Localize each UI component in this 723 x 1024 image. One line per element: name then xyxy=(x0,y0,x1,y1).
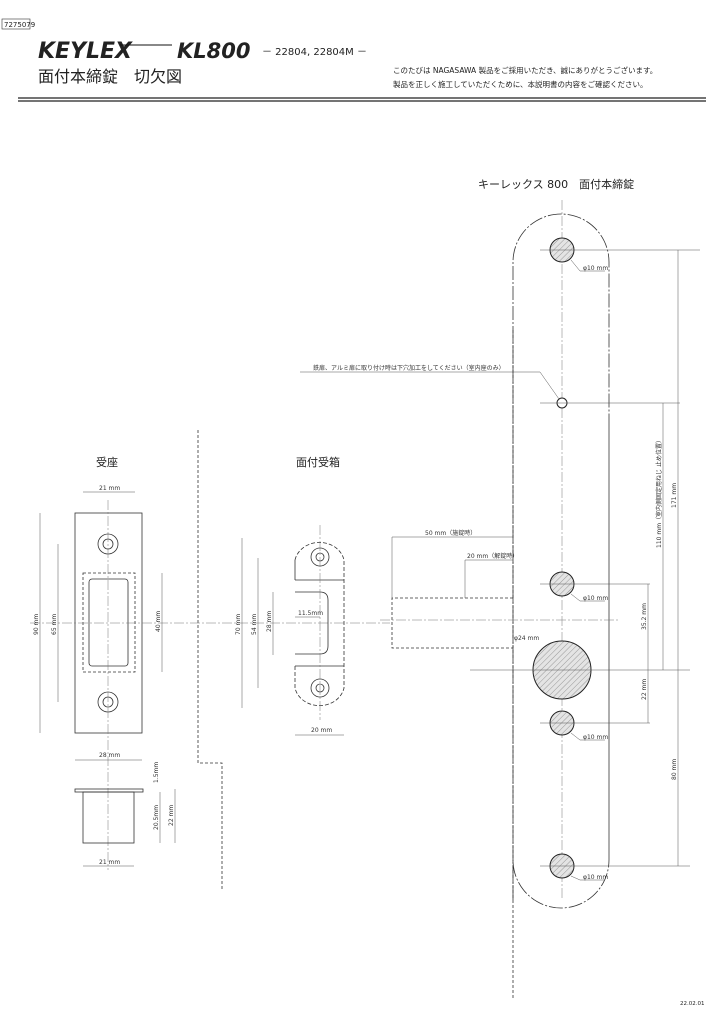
dim-total-depth: 22 mm xyxy=(168,805,175,826)
dim-110: 110 mm（室内側固定用ねじ 止め位置） xyxy=(655,437,663,548)
main-lock-title: キーレックス 800 面付本締錠 xyxy=(478,177,634,191)
dim-throw-unlocked: 20 mm（解錠時） xyxy=(467,552,518,560)
dim-flange: 1.5mm xyxy=(153,762,160,783)
lock-plate-outline xyxy=(512,200,610,1000)
intro-note-2: 製品を正しく施工していただくために、本説明書の内容をご確認ください。 xyxy=(393,79,648,89)
dim-hole-center: φ24 mm xyxy=(514,635,539,642)
dim-hole-lower: φ10 mm xyxy=(583,734,608,741)
dim-80: 80 mm xyxy=(671,759,678,780)
page-title: 面付本締錠 切欠図 xyxy=(38,67,182,86)
dim-22: 22 mm xyxy=(641,679,648,700)
svg-text:KEYLEX: KEYLEX xyxy=(38,39,133,64)
dim-top-width: 21 mm xyxy=(99,485,120,492)
dim-hole-bottom: φ10 mm xyxy=(583,874,608,881)
holes xyxy=(470,237,700,879)
dim-171: 171 mm xyxy=(671,483,678,508)
dim-box-width: 20 mm xyxy=(311,727,332,734)
dim-box-width: 21 mm xyxy=(99,859,120,866)
dim-throw-locked: 50 mm（施錠時） xyxy=(425,529,476,537)
model-name: KL800 xyxy=(177,39,251,63)
keylex-logo: KEYLEX xyxy=(38,39,172,64)
dim-35-2: 35.2 mm xyxy=(641,603,648,630)
dim-box-height: 70 mm xyxy=(235,614,242,635)
pilot-hole-note: 鉄扉、アルミ扉に取り付け時は下穴加工をしてください（室内座のみ） xyxy=(313,364,505,372)
doc-code-box xyxy=(1,18,31,30)
surface-box-title: 面付受箱 xyxy=(296,455,340,469)
dim-box-offset: 11.5mm xyxy=(298,610,323,617)
dim-plate-height: 90 mm xyxy=(33,614,40,635)
product-codes: － 22804, 22804M － xyxy=(262,47,367,58)
dim-plate-width: 28 mm xyxy=(99,752,120,759)
dim-hole-pitch: 65 mm xyxy=(51,614,58,635)
dim-hole-upper: φ10 mm xyxy=(583,595,608,602)
dim-opening: 40 mm xyxy=(155,611,162,632)
bolt-outline xyxy=(380,536,620,649)
dim-box-hole-pitch: 54 mm xyxy=(251,614,258,635)
doc-code: 7275079 xyxy=(4,21,35,29)
dim-box-opening: 28 mm xyxy=(266,611,273,632)
surface-box xyxy=(241,525,345,736)
dim-hole-top: φ10 mm xyxy=(583,265,608,272)
revision-date: 22.02.01 xyxy=(680,1001,705,1007)
section-divider xyxy=(197,430,223,890)
dim-depth: 20.5mm xyxy=(153,805,160,830)
strike-plate xyxy=(30,491,390,870)
intro-note-1: このたびは NAGASAWA 製品をご採用いただき、誠にありがとうございます。 xyxy=(393,65,657,75)
strike-plate-title: 受座 xyxy=(96,455,118,469)
